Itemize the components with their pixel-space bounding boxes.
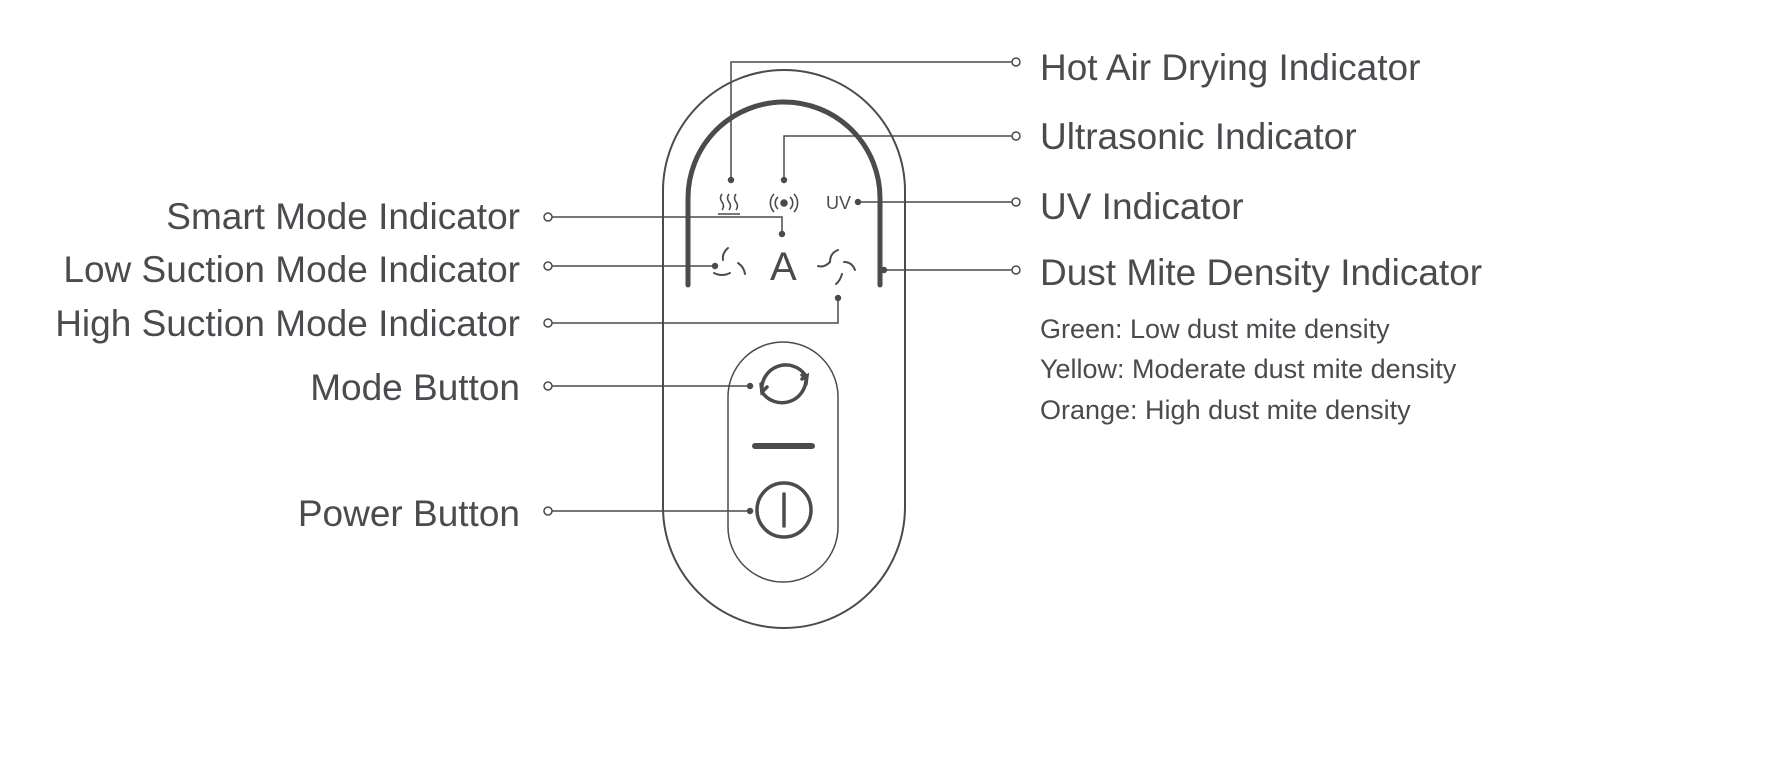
uv-icon: UV <box>826 193 851 213</box>
label-dust-mite-density-indicator: Dust Mite Density Indicator <box>1040 252 1483 293</box>
refresh-icon <box>760 363 808 405</box>
label-power-button: Power Button <box>297 493 520 534</box>
power-button[interactable] <box>755 481 813 539</box>
label-smart-mode-indicator: Smart Mode Indicator <box>166 196 520 237</box>
smart-mode-icon: A <box>770 245 797 289</box>
ultrasonic-icon <box>769 193 799 213</box>
legend-green: Green: Low dust mite density <box>1040 314 1390 344</box>
label-hot-air-drying-indicator: Hot Air Drying Indicator <box>1040 47 1421 88</box>
label-ultrasonic-indicator: Ultrasonic Indicator <box>1040 116 1357 157</box>
label-uv-indicator: UV Indicator <box>1040 186 1244 227</box>
legend-orange: Orange: High dust mite density <box>1040 395 1411 425</box>
label-mode-button: Mode Button <box>310 367 520 408</box>
label-high-suction-mode-indicator: High Suction Mode Indicator <box>55 303 520 344</box>
leader-lines <box>543 57 1021 516</box>
high-suction-fan-icon <box>817 249 856 285</box>
label-low-suction-mode-indicator: Low Suction Mode Indicator <box>63 249 520 290</box>
device-body <box>662 69 906 629</box>
button-panel <box>727 341 839 583</box>
legend-yellow: Yellow: Moderate dust mite density <box>1040 354 1457 384</box>
mode-button[interactable] <box>759 363 810 405</box>
hot-air-icon <box>718 193 740 215</box>
power-icon <box>755 481 813 539</box>
low-suction-fan-icon <box>713 247 746 276</box>
dust-mite-density-light-bar <box>685 99 883 288</box>
